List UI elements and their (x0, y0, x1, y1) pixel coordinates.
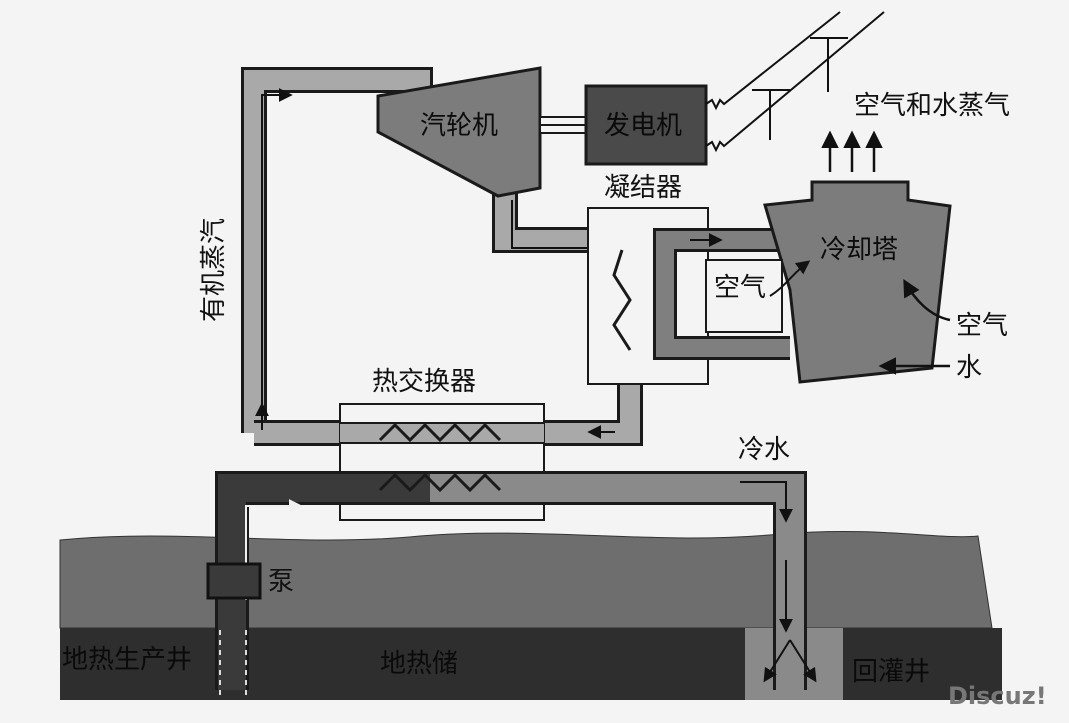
water-label: 水 (956, 353, 982, 383)
air-outer-label: 空气 (956, 311, 1008, 341)
flow-arrow (261, 88, 293, 420)
cold-water-label: 冷水 (738, 435, 790, 465)
turbine-label: 汽轮机 (420, 111, 498, 141)
heat-exchanger-label: 热交换器 (372, 367, 476, 397)
condenser-label: 凝结器 (604, 173, 682, 203)
condenser-coil (612, 249, 632, 351)
reinjection-well-label: 回灌井 (852, 657, 930, 687)
power-line (705, 11, 885, 153)
pump-label: 泵 (268, 567, 294, 597)
transmission-tower (752, 37, 848, 140)
reservoir-label: 地热储 (380, 649, 458, 679)
exchanger-coil-lower (378, 472, 502, 493)
generator-label: 发电机 (604, 111, 682, 141)
air-inner-label: 空气 (714, 273, 766, 303)
air-flow-arrow (769, 260, 811, 297)
cooling-tower-label: 冷却塔 (820, 235, 898, 265)
exchanger-coil-upper (378, 422, 502, 443)
flow-arrow (511, 200, 603, 255)
ground-layer (59, 531, 993, 629)
tower-air-inlet (705, 259, 783, 333)
air-vapor-label: 空气和水蒸气 (854, 91, 1010, 121)
reinjection-arrows (763, 639, 817, 683)
flow-arrow (740, 481, 793, 523)
turbine (376, 66, 542, 198)
cooling-tower (763, 180, 952, 384)
organic-steam-label: 有机蒸汽 (199, 218, 229, 322)
power-line (705, 11, 841, 111)
pump (206, 562, 262, 600)
generator (584, 84, 708, 166)
air-outer-arrow (903, 278, 951, 322)
production-well-flow (219, 630, 247, 700)
air-vapor-arrows (821, 130, 883, 172)
production-well-label: 地热生产井 (62, 645, 192, 675)
watermark: Discuz! (948, 682, 1047, 710)
